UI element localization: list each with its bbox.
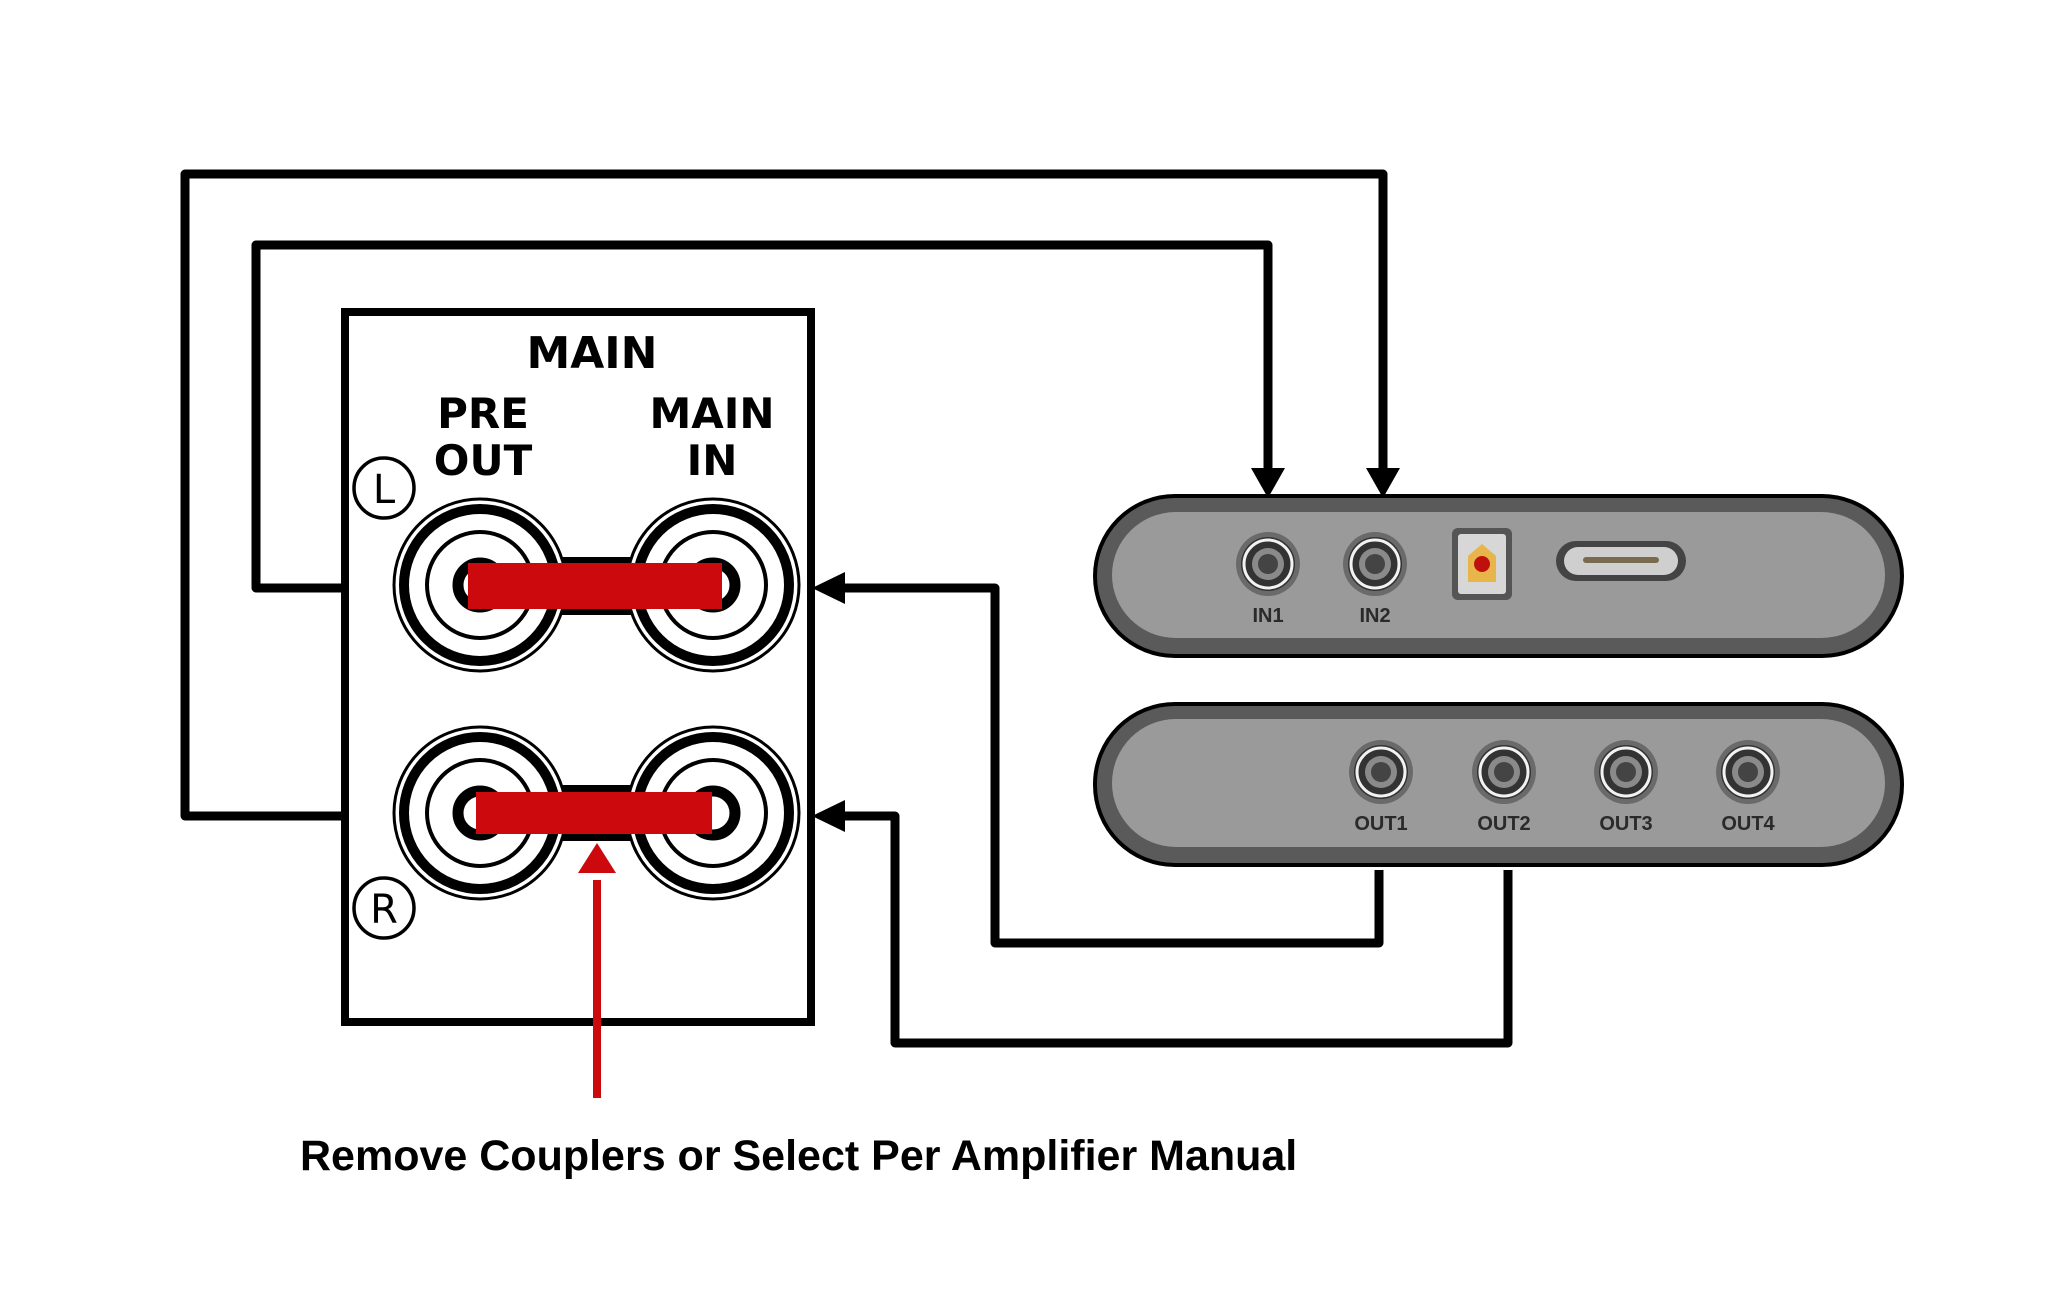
arrowhead-icon [812, 572, 845, 604]
main-in-label-line2: IN [687, 436, 738, 485]
port-out4-label: OUT4 [1721, 813, 1775, 835]
wire-out2-to-main-in-right [812, 800, 1513, 1048]
port-out1[interactable] [1349, 740, 1413, 804]
optical-port-icon [1474, 556, 1490, 572]
channel-right-label: R [370, 887, 398, 933]
port-in1-label: IN1 [1252, 605, 1283, 627]
usb-c-icon [1583, 557, 1659, 563]
input-device: IN1 IN2 [1093, 494, 1904, 658]
wire-pre-out-left-to-in1 [251, 240, 1285, 593]
amplifier-panel: MAIN PRE OUT MAIN IN L R [341, 308, 815, 1026]
pre-out-label-line2: OUT [434, 436, 533, 485]
wire-pre-out-right-to-in2 [180, 169, 1400, 821]
wire-out1-to-main-in-left [812, 572, 1384, 948]
optical-port[interactable] [1452, 528, 1512, 600]
output-ports: OUT1 OUT2 OUT3 OUT4 [1349, 740, 1780, 835]
usb-c-port[interactable] [1556, 541, 1686, 581]
channel-left-marker: L [352, 456, 416, 520]
port-out3[interactable] [1594, 740, 1658, 804]
port-out1-label: OUT1 [1354, 813, 1407, 835]
input-ports: IN1 IN2 [1236, 532, 1407, 627]
annotation-arrow [578, 843, 616, 1098]
arrowhead-icon [1366, 468, 1400, 498]
arrowhead-icon [1251, 468, 1285, 498]
coupler-left[interactable] [468, 563, 722, 609]
port-in2-label: IN2 [1359, 605, 1390, 627]
amplifier-title: MAIN [526, 328, 657, 379]
channel-right-marker: R [352, 876, 416, 940]
coupler-right[interactable] [476, 792, 712, 834]
port-in1[interactable] [1236, 532, 1300, 596]
arrowhead-icon [812, 800, 845, 832]
port-out4[interactable] [1716, 740, 1780, 804]
main-in-label-line1: MAIN [649, 389, 774, 438]
pre-out-label-line1: PRE [437, 389, 529, 438]
output-device: OUT1 OUT2 OUT3 OUT4 [1093, 702, 1904, 867]
channel-left-label: L [373, 467, 396, 513]
port-out3-label: OUT3 [1599, 813, 1652, 835]
port-out2[interactable] [1472, 740, 1536, 804]
caption: Remove Couplers or Select Per Amplifier … [300, 1132, 1297, 1180]
port-in2[interactable] [1343, 532, 1407, 596]
port-out2-label: OUT2 [1477, 813, 1530, 835]
